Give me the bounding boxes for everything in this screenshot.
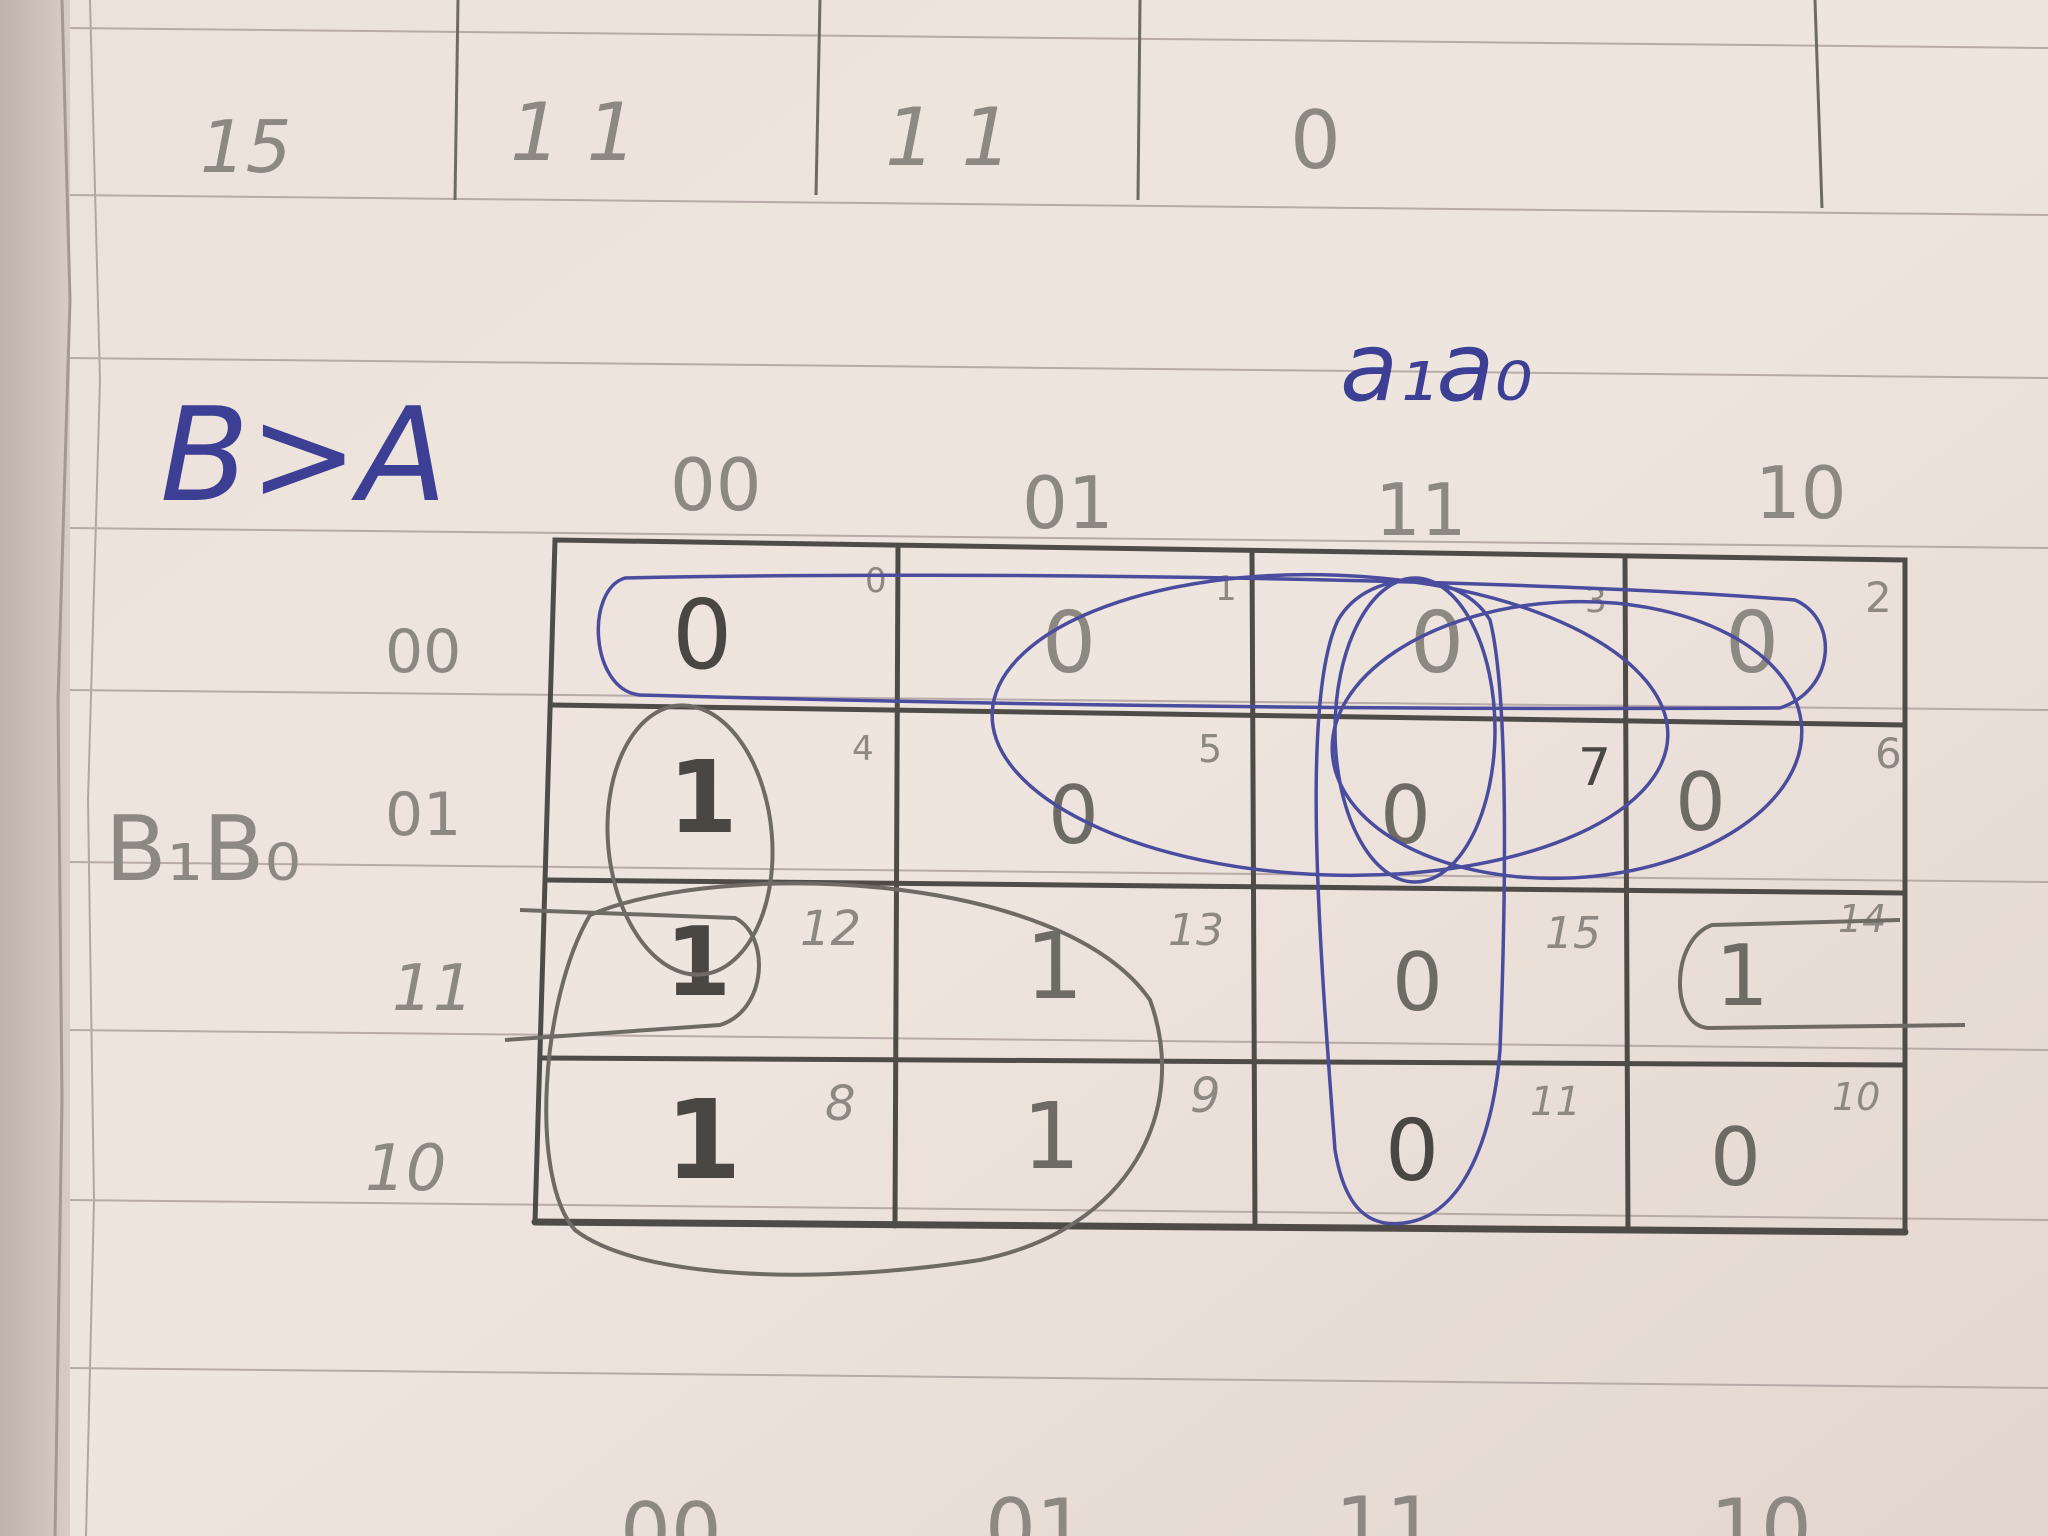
group-loop-wrap-14 — [1678, 918, 1966, 1031]
result-value: 0 — [1290, 94, 1341, 187]
group-loop-top-row — [596, 573, 1828, 711]
truth-table-fragment: 15 1 1 1 1 0 — [200, 0, 1824, 209]
cell-value: 1 — [1022, 1083, 1081, 1190]
cell-value: 0 — [1042, 594, 1096, 693]
cell-value: 1 — [665, 1076, 742, 1204]
cell-value: 1 — [665, 908, 731, 1018]
column-label: 01 — [1022, 461, 1114, 545]
cell-value: 0 — [1385, 1102, 1439, 1201]
partial-column-label: 10 — [1710, 1482, 1812, 1536]
map-cells: 0 0 0 1 0 3 0 2 1 4 0 5 0 7 0 6 1 12 1 1… — [665, 561, 1902, 1204]
pencil-groupings — [504, 703, 1966, 1277]
cell-index: 15 — [1545, 908, 1601, 959]
page-edge-line — [53, 0, 72, 1536]
cell-value: 1 — [668, 739, 738, 856]
row-label: 10 — [365, 1132, 446, 1206]
group-loop-column-11 — [1314, 578, 1507, 1226]
cell-index: 6 — [1875, 729, 1902, 778]
cell-value: 0 — [1710, 1111, 1761, 1204]
cell-index: 12 — [800, 901, 861, 957]
group-loop-wrap-12 — [504, 908, 761, 1042]
cell-value: 0 — [672, 581, 732, 691]
map-title: B>A — [160, 379, 447, 531]
partial-column-label: 00 — [620, 1486, 722, 1536]
cell-value: 0 — [1380, 769, 1431, 862]
b-bits: 1 1 — [510, 86, 637, 179]
group-loop-bottom-left — [544, 881, 1165, 1277]
column-variable-label: a₁a₀ — [1340, 313, 1533, 423]
row-label: 00 — [385, 617, 461, 687]
cell-index: 8 — [825, 1076, 856, 1132]
group-loop-middle-block — [990, 572, 1670, 878]
column-label: 10 — [1755, 451, 1847, 535]
cell-value: 0 — [1675, 756, 1726, 849]
cell-value: 1 — [1715, 927, 1769, 1026]
group-loop-column-00 — [605, 703, 775, 977]
page-edge-line — [85, 0, 102, 1536]
row-label: 11 — [392, 952, 473, 1026]
column-label: 11 — [1375, 468, 1467, 552]
row-number: 15 — [200, 105, 292, 189]
partial-column-label: 01 — [985, 1482, 1087, 1536]
row-label: 01 — [385, 780, 461, 850]
cell-index: 2 — [1865, 573, 1892, 622]
cell-index: 9 — [1190, 1068, 1221, 1124]
column-labels: 00 01 11 10 — [670, 443, 1847, 552]
cell-index: 7 — [1578, 738, 1611, 798]
bottom-next-map-labels: 00 01 11 10 — [620, 1480, 1812, 1536]
cell-index: 13 — [1168, 905, 1224, 956]
ink-groupings — [596, 572, 1828, 1226]
row-labels: 00 01 11 10 — [365, 617, 473, 1206]
karnaugh-map: B>A a₁a₀ B₁B₀ 00 01 11 10 00 01 11 10 — [105, 313, 1966, 1277]
group-loop-top-right-block — [1330, 599, 1804, 881]
cell-index: 10 — [1832, 1075, 1880, 1119]
cell-value: 0 — [1725, 594, 1779, 693]
cell-index: 11 — [1530, 1079, 1581, 1125]
cell-index: 4 — [852, 729, 874, 769]
column-label: 00 — [670, 443, 762, 527]
row-variable-label: B₁B₀ — [105, 797, 301, 902]
cell-value: 0 — [1410, 594, 1464, 693]
cell-index: 0 — [865, 561, 887, 601]
partial-column-label: 11 — [1335, 1480, 1437, 1536]
a-bits: 1 1 — [885, 91, 1012, 184]
group-loop-column-11-top — [1333, 576, 1497, 884]
cell-index: 5 — [1198, 727, 1222, 771]
cell-value: 0 — [1392, 936, 1443, 1029]
cell-index: 1 — [1215, 569, 1237, 609]
